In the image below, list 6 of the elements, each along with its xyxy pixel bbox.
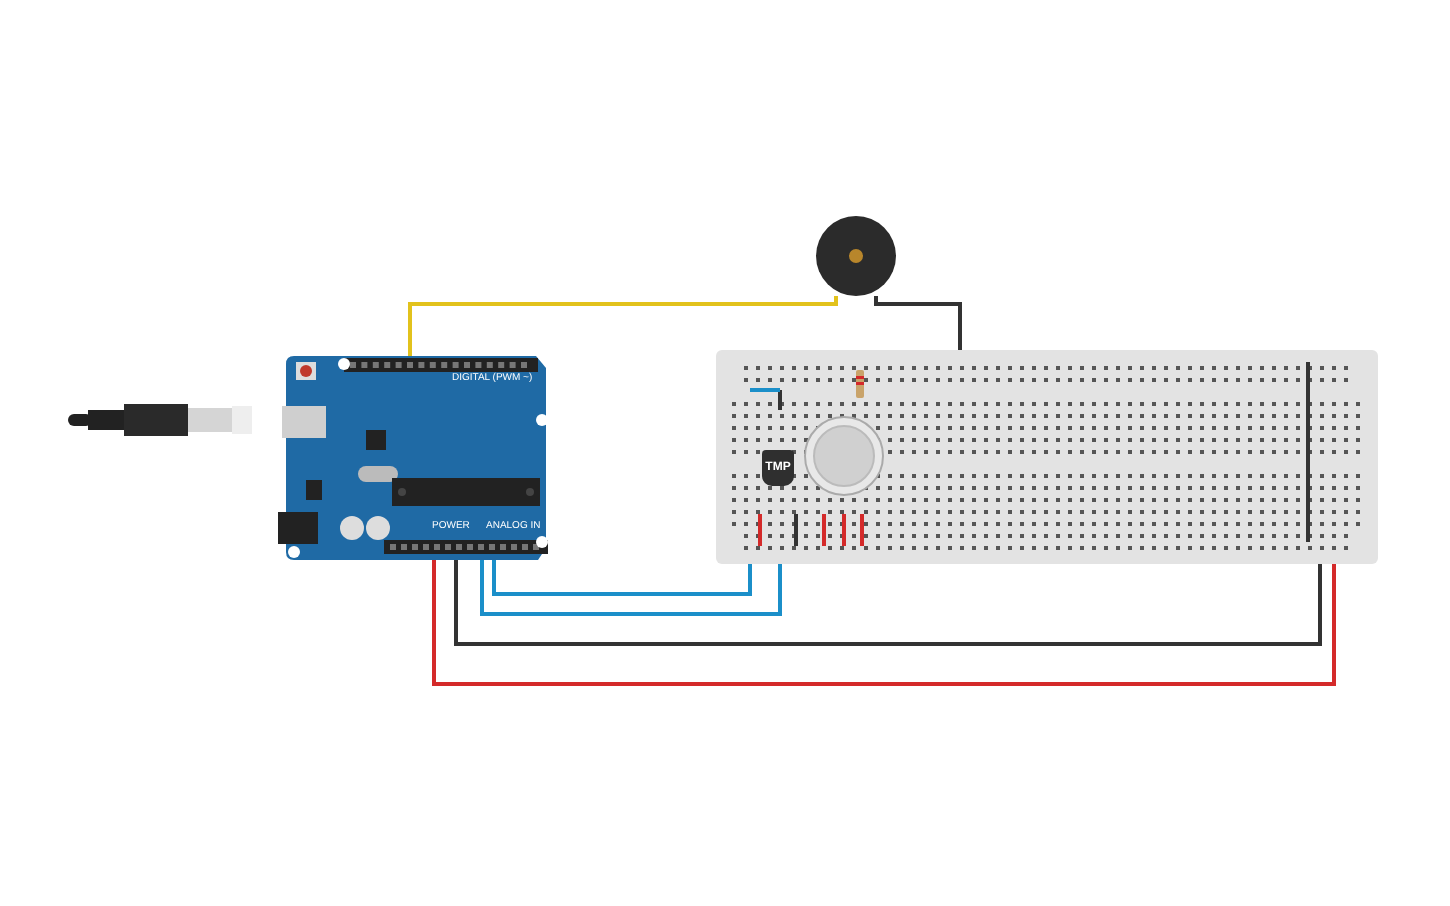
wire [454, 560, 1322, 646]
wire [480, 560, 782, 616]
wire [408, 296, 838, 356]
wire [492, 560, 752, 596]
wire [874, 296, 962, 350]
wire [432, 560, 1336, 686]
